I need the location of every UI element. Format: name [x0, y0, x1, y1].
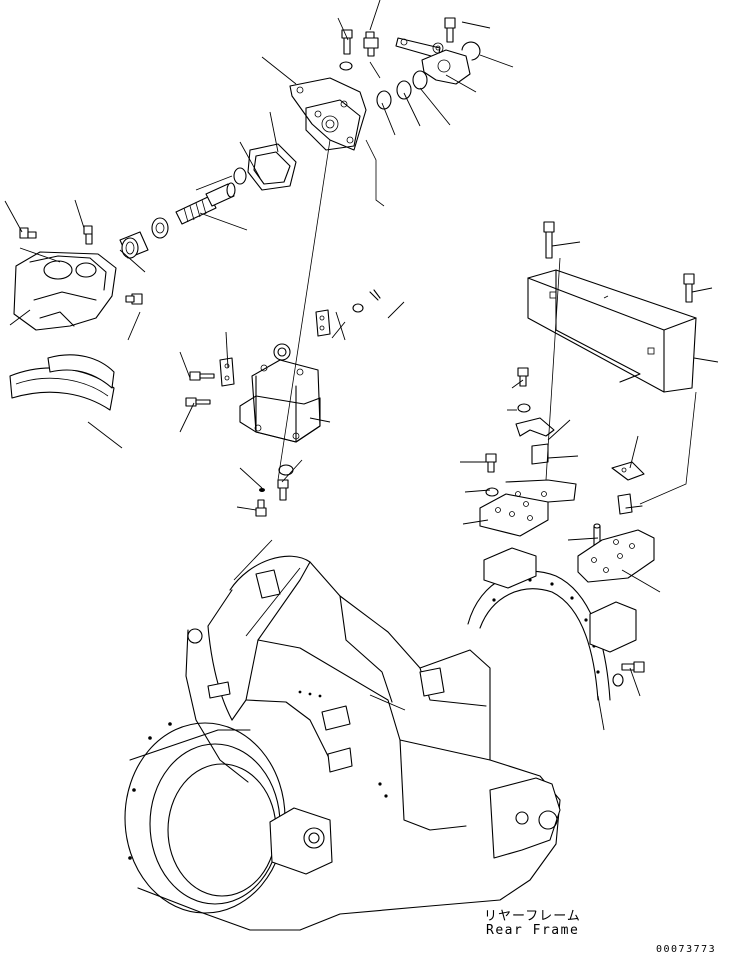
frame-bolt-holes	[128, 690, 388, 860]
leader-line	[567, 537, 599, 541]
actuator-bracket-left	[219, 357, 235, 387]
bushing	[119, 231, 149, 259]
leader-line	[199, 212, 248, 231]
leader-line	[179, 351, 191, 379]
leader-line	[691, 287, 713, 293]
leader-line	[331, 321, 346, 339]
leader-line	[337, 17, 349, 41]
brake-caliper	[13, 251, 117, 331]
caliper-bolt	[125, 293, 143, 305]
actuator-bracket-right	[315, 309, 331, 337]
leader-line	[119, 249, 146, 273]
gasket	[247, 143, 297, 191]
frame-bracket-right	[489, 777, 561, 859]
leader-line	[387, 301, 405, 319]
leader-line	[225, 331, 229, 369]
leader-line	[179, 402, 195, 433]
cover-bolt-right	[683, 273, 695, 303]
mounting-plate-right	[577, 529, 655, 583]
nut-small	[259, 488, 265, 492]
clevis-pin-small	[352, 289, 381, 313]
cover-bolt-left	[543, 221, 555, 259]
leader-line	[693, 357, 719, 363]
mount-block-right	[589, 601, 637, 653]
frame-boss	[187, 628, 203, 644]
thrust-washer	[151, 217, 169, 239]
leader-line	[462, 519, 489, 525]
pin-shaft	[175, 182, 236, 225]
leader-line	[629, 667, 641, 697]
rear-frame	[124, 547, 645, 931]
leader-line	[479, 54, 514, 68]
leader-line	[461, 21, 491, 29]
washer-below-actuator	[278, 464, 294, 476]
leader-line	[511, 379, 524, 389]
leader-line	[309, 417, 331, 423]
assembly-lines	[277, 61, 697, 505]
bolt-plate-left	[485, 453, 499, 497]
frame-bolt	[612, 661, 645, 687]
cover-box	[527, 269, 697, 393]
leader-line	[245, 567, 301, 637]
top-bolt-right	[444, 17, 456, 43]
leader-line	[195, 175, 233, 191]
leader-line	[9, 309, 31, 326]
leader-line	[233, 539, 273, 581]
mount-block-left	[483, 547, 537, 589]
top-bolt-left	[339, 29, 353, 71]
leader-line	[236, 506, 257, 511]
leader-line	[419, 87, 451, 126]
lever-plate	[421, 42, 471, 85]
leader-line	[369, 0, 381, 31]
leader-line	[464, 489, 491, 493]
snap-ring-top	[461, 41, 481, 61]
leader-line	[261, 56, 297, 85]
mounting-plate-left	[479, 479, 577, 537]
leader-line	[4, 200, 23, 233]
leader-line	[629, 435, 639, 469]
leader-line	[621, 569, 661, 593]
small-bracket	[515, 417, 555, 465]
leader-line	[369, 694, 406, 711]
o-rings-stack	[376, 70, 428, 110]
caption-english: Rear Frame	[486, 923, 580, 938]
small-bracket-right	[611, 461, 645, 515]
arc-guide	[467, 570, 611, 701]
bolt-pair-left	[185, 371, 215, 407]
grease-fitting-left	[19, 227, 37, 239]
leader-line	[335, 311, 346, 341]
leader-line	[547, 419, 571, 441]
grease-fitting-top	[363, 31, 379, 57]
leader-line	[74, 199, 85, 229]
bolt-small	[255, 499, 267, 517]
pivot-lug	[269, 807, 333, 875]
bleeder-screw	[83, 225, 93, 245]
leader-line	[239, 141, 261, 179]
leader-line	[281, 459, 303, 483]
leader-line	[19, 247, 61, 263]
drawing-number: 00073773	[656, 944, 717, 955]
bolt-bracket-top	[517, 367, 531, 413]
mounting-bracket	[289, 77, 367, 151]
leader-line	[551, 241, 581, 247]
leader-line	[445, 74, 477, 93]
brake-pads	[9, 354, 115, 411]
leader-lines	[4, 0, 719, 731]
brake-actuator-body	[239, 343, 321, 443]
leader-line	[127, 311, 141, 341]
leader-line	[403, 92, 421, 127]
leader-line	[381, 102, 396, 136]
leader-line	[239, 467, 263, 489]
frame-tabs	[207, 569, 445, 773]
dowel-pin	[593, 523, 601, 547]
caption-japanese: リヤーフレーム	[484, 909, 581, 924]
o-ring-mid	[233, 167, 247, 185]
leader-line	[87, 421, 123, 449]
leader-line	[547, 455, 579, 459]
leader-line	[269, 111, 279, 153]
leader-line	[597, 695, 605, 731]
bolt-below-actuator	[277, 479, 289, 501]
